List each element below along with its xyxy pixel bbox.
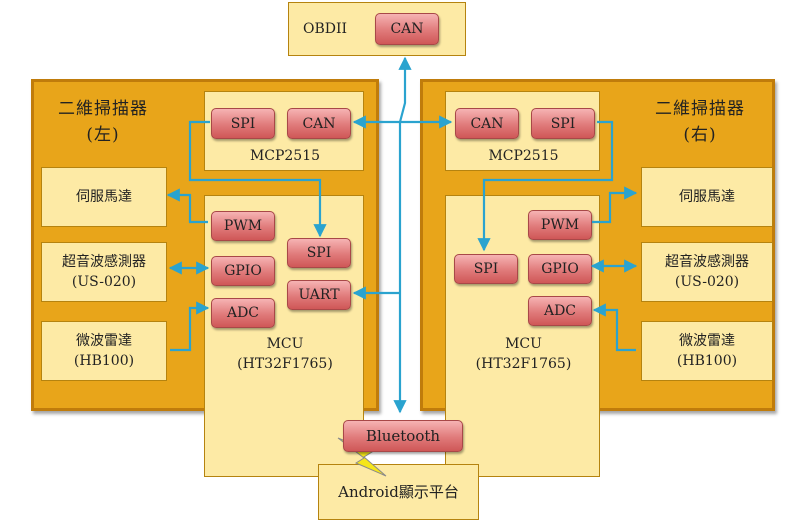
left-mcu-pwm-chip: PWM xyxy=(211,211,275,241)
right-mcu-box: PWM SPI GPIO ADC MCU (HT32F1765) xyxy=(445,195,600,477)
right-scanner-panel: 二維掃描器 (右) CAN SPI MCP2515 PWM SPI GPIO A… xyxy=(420,79,775,477)
left-mcu-uart-chip: UART xyxy=(287,280,351,310)
left-mcu-adc-chip: ADC xyxy=(211,298,275,328)
android-box: Android顯示平台 xyxy=(318,464,479,520)
left-scanner-title: 二維掃描器 (左) xyxy=(58,99,148,145)
left-servo-box: 伺服馬達 xyxy=(41,167,167,227)
left-mcp-label: MCP2515 xyxy=(249,148,321,164)
obd-box: OBDII CAN xyxy=(288,2,466,56)
right-radar-box: 微波雷達 (HB100) xyxy=(641,321,773,381)
obd-label: OBDII xyxy=(303,21,348,37)
right-pwm-servo-link xyxy=(592,186,638,224)
left-mcp2515-box: SPI CAN MCP2515 xyxy=(204,91,364,171)
left-mcu-box: PWM SPI GPIO UART ADC MCU (HT32F1765) xyxy=(204,195,364,477)
right-mcp-label: MCP2515 xyxy=(488,148,559,164)
can-bus-line xyxy=(398,56,412,123)
bluetooth-chip: Bluetooth xyxy=(343,420,463,452)
left-scanner-panel: 二維掃描器 (左) SPI CAN MCP2515 PWM SPI GPIO U… xyxy=(31,79,379,477)
right-mcu-adc-chip: ADC xyxy=(528,296,592,326)
wireless-lightning-icon xyxy=(337,437,387,477)
right-ultrasonic-box: 超音波感測器 (US-020) xyxy=(641,242,773,302)
obd-can-chip: CAN xyxy=(375,13,439,45)
right-spi-link xyxy=(477,120,614,252)
left-mcu-label: MCU (HT32F1765) xyxy=(237,336,333,372)
left-radar-box: 微波雷達 (HB100) xyxy=(41,321,167,381)
right-scanner-title: 二維掃描器 (右) xyxy=(655,99,745,145)
right-mcu-label: MCU (HT32F1765) xyxy=(475,336,572,372)
left-pwm-servo-link xyxy=(166,188,208,224)
right-servo-box: 伺服馬達 xyxy=(641,167,773,227)
left-mcu-gpio-chip: GPIO xyxy=(211,256,275,286)
left-spi-link xyxy=(188,120,327,238)
left-ultrasonic-box: 超音波感測器 (US-020) xyxy=(41,242,167,302)
left-mcp-can-chip: CAN xyxy=(287,108,351,139)
left-mcu-spi-chip: SPI xyxy=(287,238,351,268)
right-mcp-spi-chip: SPI xyxy=(531,108,595,139)
left-mcp-spi-chip: SPI xyxy=(211,108,275,139)
right-mcp2515-box: CAN SPI MCP2515 xyxy=(445,91,600,171)
right-mcp-can-chip: CAN xyxy=(455,108,519,139)
right-mcu-spi-chip: SPI xyxy=(454,254,518,284)
right-mcu-pwm-chip: PWM xyxy=(528,210,592,240)
right-adc-link xyxy=(592,303,636,352)
left-adc-link xyxy=(170,301,210,352)
